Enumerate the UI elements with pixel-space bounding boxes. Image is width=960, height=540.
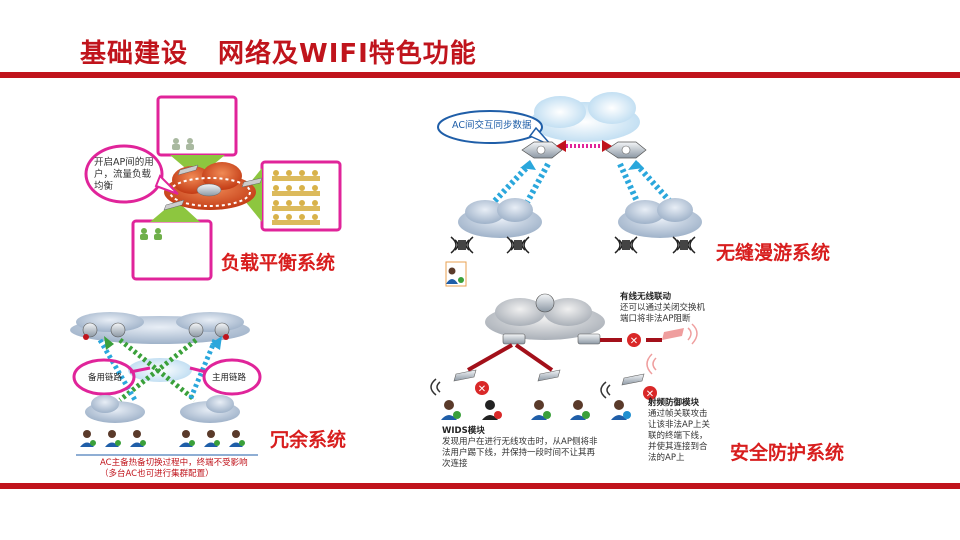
load-balance-diagram <box>84 95 342 281</box>
roaming-bubble-text: AC间交互同步数据 <box>452 120 532 131</box>
wired-wireless-title: 有线无线联动 <box>620 292 672 302</box>
roaming-title: 无缝漫游系统 <box>716 242 831 264</box>
roaming-diagram <box>437 92 702 287</box>
security-diagram: ✕ ✕ ✕ <box>430 293 698 420</box>
page-title: 基础建设网络及WIFI特色功能 <box>80 33 477 70</box>
bottom-divider <box>0 483 960 489</box>
ac-switch-left <box>521 141 563 159</box>
redundancy-users <box>80 430 245 447</box>
controller-icon <box>196 183 222 197</box>
load-balance-title: 负载平衡系统 <box>221 252 336 274</box>
bubble-line-2: 户，流量负载 <box>94 169 152 180</box>
roaming-bubble <box>437 110 543 144</box>
rf-line-4: 并使其连接到合 <box>648 442 708 452</box>
redundancy-cloud-left <box>85 395 145 423</box>
svg-text:✕: ✕ <box>478 384 486 395</box>
rf-line-1: 通过帧关联攻击 <box>648 409 708 419</box>
wids-note: WIDS模块 发现用户在进行无线攻击时，从AP侧将非 法用户踢下线，并保持一段时… <box>442 426 612 470</box>
security-title: 安全防护系统 <box>730 442 845 464</box>
rf-line-5: 法的AP上 <box>648 453 685 463</box>
primary-link-ring <box>202 358 262 396</box>
wired-line-1: 还可以通过关闭交换机 <box>620 303 706 313</box>
redundancy-note: AC主备热备切换过程中，终端不受影响 （多台AC也可进行集群配置） <box>100 458 248 480</box>
security-cloud <box>485 298 605 340</box>
wired-line-2: 端口将非法AP阻断 <box>620 314 691 324</box>
backup-link-ring <box>72 358 136 396</box>
rf-line-3: 联的终端下线， <box>648 431 708 441</box>
svg-text:✕: ✕ <box>646 389 654 400</box>
redundancy-title: 冗余系统 <box>270 429 347 451</box>
roaming-cloud-right <box>618 198 702 238</box>
wids-title: WIDS模块 <box>442 426 485 436</box>
load-balance-bubble <box>84 144 164 204</box>
top-divider <box>0 72 960 78</box>
user-box-top <box>156 95 238 157</box>
title-part1: 基础建设 <box>80 39 189 69</box>
redundancy-cloud-right <box>180 395 240 423</box>
primary-link-label: 主用链路 <box>212 373 247 383</box>
rf-defense-title: 射频防御模块 <box>648 398 700 408</box>
redundancy-diagram <box>70 312 262 456</box>
dashed-ring <box>169 177 251 207</box>
redundancy-note-line-2: （多台AC也可进行集群配置） <box>100 469 214 479</box>
bubble-line-1: 开启AP间的用 <box>94 157 154 168</box>
roaming-sky-cloud <box>530 92 640 142</box>
roaming-cloud-left <box>458 198 542 238</box>
load-balance-bubble-text: 开启AP间的用 户，流量负载 均衡 <box>94 157 162 193</box>
ac-switch-right <box>605 141 647 159</box>
security-users <box>441 400 631 420</box>
rf-line-2: 让该非法AP上关 <box>648 420 710 430</box>
redundancy-note-line-1: AC主备热备切换过程中，终端不受影响 <box>100 458 248 468</box>
wids-line-1: 发现用户在进行无线攻击时，从AP侧将非 <box>442 437 598 447</box>
title-part2: 网络及WIFI特色功能 <box>218 39 477 69</box>
wired-wireless-note: 有线无线联动 还可以通过关闭交换机 端口将非法AP阻断 <box>620 292 705 325</box>
green-wedge-bottom <box>150 200 200 222</box>
bubble-line-3: 均衡 <box>94 181 114 192</box>
wids-line-2: 法用户踢下线，并保持一段时间不让其再 <box>442 448 596 458</box>
roaming-user <box>445 261 467 287</box>
svg-text:✕: ✕ <box>630 336 638 347</box>
rf-defense-note: 射频防御模块 通过帧关联攻击 让该非法AP上关 联的终端下线， 并使其连接到合 … <box>648 398 710 464</box>
wids-line-3: 次连接 <box>442 459 468 469</box>
backup-link-label: 备用链路 <box>88 373 123 383</box>
